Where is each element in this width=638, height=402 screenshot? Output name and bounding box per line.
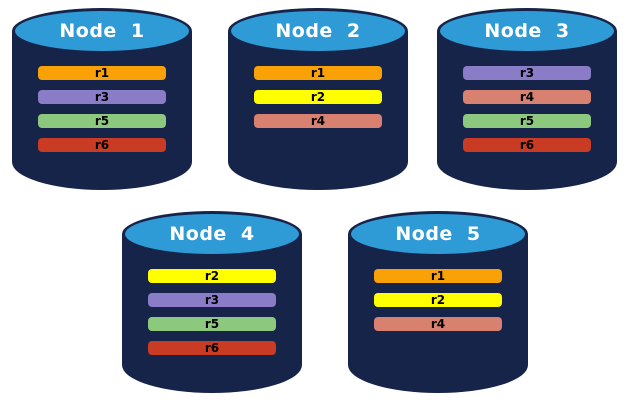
replica-list: r1 r3 r5 r6 — [38, 66, 166, 152]
cylinder-top-ellipse — [437, 8, 617, 54]
replica-bar: r3 — [38, 90, 166, 104]
database-node: Node 4 r2 r3 r5 r6 — [122, 211, 302, 393]
database-node: Node 1 r1 r3 r5 r6 — [12, 8, 192, 190]
replica-bar: r6 — [38, 138, 166, 152]
replica-bar: r5 — [463, 114, 591, 128]
cylinder-body — [228, 31, 408, 190]
cylinder-top-ellipse — [348, 211, 528, 257]
node-title: Node 1 — [59, 20, 145, 42]
replica-bar: r2 — [148, 269, 276, 283]
node-title: Node 5 — [395, 223, 481, 245]
replica-bar: r6 — [463, 138, 591, 152]
replica-bar: r3 — [148, 293, 276, 307]
cylinder-body — [437, 31, 617, 190]
database-node: Node 2 r1 r2 r4 — [228, 8, 408, 190]
replica-bar: r4 — [463, 90, 591, 104]
replica-list: r3 r4 r5 r6 — [463, 66, 591, 152]
cylinder-body — [122, 234, 302, 393]
replica-bar: r1 — [38, 66, 166, 80]
cylinder-body — [12, 31, 192, 190]
replica-bar: r2 — [374, 293, 502, 307]
replica-bar: r5 — [38, 114, 166, 128]
node-title: Node 4 — [169, 223, 255, 245]
node-title: Node 3 — [484, 20, 570, 42]
replica-bar: r1 — [254, 66, 382, 80]
database-node: Node 5 r1 r2 r4 — [348, 211, 528, 393]
replica-list: r2 r3 r5 r6 — [148, 269, 276, 355]
replica-bar: r6 — [148, 341, 276, 355]
node-title: Node 2 — [275, 20, 361, 42]
replica-bar: r2 — [254, 90, 382, 104]
replica-bar: r4 — [374, 317, 502, 331]
replica-list: r1 r2 r4 — [254, 66, 382, 128]
cylinder-top-ellipse — [122, 211, 302, 257]
replica-bar: r4 — [254, 114, 382, 128]
replica-list: r1 r2 r4 — [374, 269, 502, 331]
replica-bar: r1 — [374, 269, 502, 283]
replica-bar: r5 — [148, 317, 276, 331]
cylinder-top-ellipse — [12, 8, 192, 54]
database-node: Node 3 r3 r4 r5 r6 — [437, 8, 617, 190]
replica-bar: r3 — [463, 66, 591, 80]
cylinder-body — [348, 234, 528, 393]
cylinder-top-ellipse — [228, 8, 408, 54]
